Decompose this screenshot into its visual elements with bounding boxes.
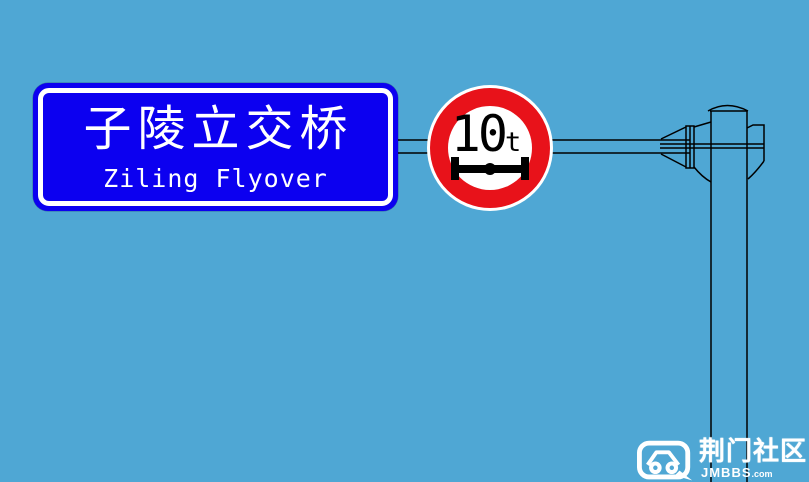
watermark-domain-main: JMBBS <box>701 465 752 480</box>
bus-logo-icon <box>637 440 693 481</box>
guide-sign: 子陵立交桥 Ziling Flyover <box>33 83 398 211</box>
watermark: 荆门社区 JMBBS.com <box>637 438 809 482</box>
bracket-right <box>746 124 765 161</box>
gusset-lower-left <box>660 153 687 168</box>
guide-sign-panel: 子陵立交桥 Ziling Flyover <box>38 88 393 206</box>
guide-sign-chinese-text: 子陵立交桥 <box>83 102 354 156</box>
axle-weight-limit-sign: 10t <box>427 85 553 211</box>
pole-cap <box>707 104 749 112</box>
weight-limit-unit: t <box>504 127 522 158</box>
gusset-upper-inner <box>693 121 712 128</box>
watermark-texts: 荆门社区 JMBBS.com <box>699 438 807 481</box>
weight-limit-text: 10t <box>427 109 545 159</box>
watermark-site-name: 荆门社区 <box>699 436 808 466</box>
bracket-right-curve <box>747 160 765 180</box>
watermark-domain-suffix: .com <box>751 469 773 479</box>
guide-sign-english-text: Ziling Flyover <box>103 163 328 193</box>
weight-limit-value: 10 <box>450 105 508 163</box>
watermark-domain: JMBBS.com <box>701 465 807 481</box>
axle-icon <box>451 157 529 180</box>
gusset-lower-inner <box>693 166 712 183</box>
gusset-upper-left <box>660 126 687 140</box>
sign-face <box>448 106 532 190</box>
